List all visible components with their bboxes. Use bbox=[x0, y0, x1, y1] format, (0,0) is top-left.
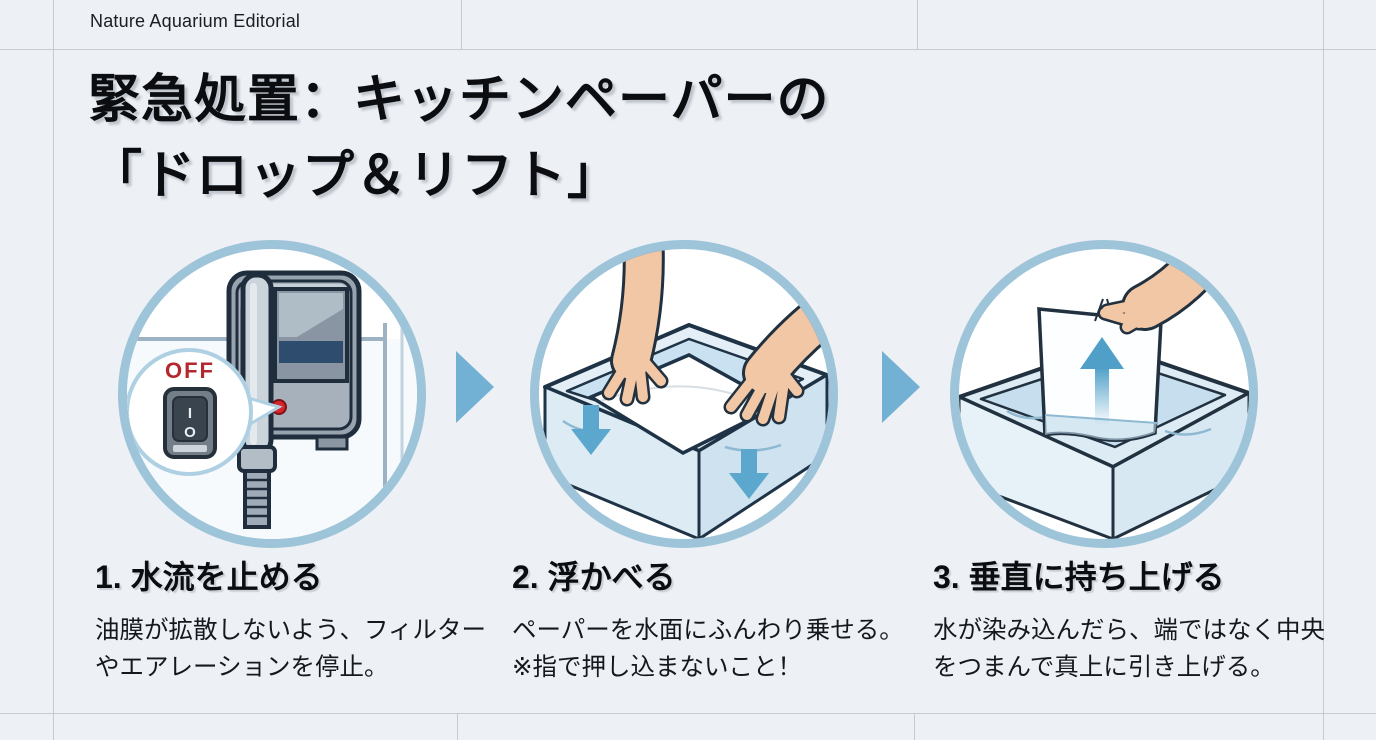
intake-strainer bbox=[243, 469, 271, 529]
brand-label: Nature Aquarium Editorial bbox=[90, 11, 301, 31]
off-callout-bubble: OFF I O bbox=[127, 348, 283, 476]
power-switch-icon: I O bbox=[163, 387, 217, 459]
step-2-body: ペーパーを水面にふんわり乗せる。※指で押し込まないこと！ bbox=[512, 617, 904, 681]
step-2-heading: 2. 浮かべる bbox=[512, 559, 676, 595]
down-arrow-icon bbox=[729, 449, 769, 499]
lift-paper-illustration bbox=[959, 249, 1249, 539]
step-2-caption: 2. 浮かべる ペーパーを水面にふんわり乗せる。※指で押し込まないこと！ bbox=[512, 552, 914, 686]
step-1-illustration: OFF I O bbox=[118, 240, 426, 548]
step-1-body: 油膜が拡散しないよう、フィルターやエアレーションを停止。 bbox=[95, 617, 487, 681]
grid-line-vertical-right bbox=[1323, 0, 1324, 740]
grid-line-header-bottom bbox=[0, 49, 1376, 50]
ripple bbox=[1164, 427, 1212, 436]
grid-line-footer-col-1 bbox=[457, 713, 458, 740]
grid-line-footer-top bbox=[0, 713, 1376, 714]
page-title: 緊急処置：キッチンペーパーの 「ドロップ＆リフト」 bbox=[88, 62, 1088, 214]
switch-on-mark: I bbox=[188, 405, 192, 422]
off-label: OFF bbox=[165, 358, 215, 383]
ripple bbox=[1006, 409, 1046, 420]
step-3-illustration bbox=[950, 240, 1258, 548]
step-3-body: 水が染み込んだら、端ではなく中央をつまんで真上に引き上げる。 bbox=[933, 617, 1325, 681]
step-2-illustration bbox=[530, 240, 838, 548]
page-title-line-1: 緊急処置：キッチンペーパーの bbox=[88, 71, 830, 129]
page-title-line-2: 「ドロップ＆リフト」 bbox=[90, 147, 621, 205]
step-3-heading: 3. 垂直に持ち上げる bbox=[933, 559, 1225, 595]
next-step-arrow-icon bbox=[882, 351, 920, 423]
right-hand bbox=[723, 282, 829, 427]
next-step-arrow-icon bbox=[456, 351, 494, 423]
float-paper-illustration bbox=[543, 249, 829, 539]
step-1-heading: 1. 水流を止める bbox=[95, 559, 323, 595]
grid-line-header-col-1 bbox=[461, 0, 462, 49]
left-hand bbox=[601, 249, 669, 407]
step-1-caption: 1. 水流を止める 油膜が拡散しないよう、フィルターやエアレーションを停止。 bbox=[95, 552, 497, 686]
up-arrow-icon bbox=[1080, 337, 1124, 425]
grid-line-footer-col-2 bbox=[914, 713, 915, 740]
grid-line-header-col-2 bbox=[917, 0, 918, 49]
filter-off-illustration: OFF I O bbox=[127, 270, 417, 539]
switch-off-mark: O bbox=[184, 424, 196, 441]
pinching-hand bbox=[1097, 249, 1241, 335]
down-arrow-icon bbox=[571, 405, 611, 455]
step-3-caption: 3. 垂直に持ち上げる 水が染み込んだら、端ではなく中央をつまんで真上に引き上げ… bbox=[933, 552, 1345, 686]
hang-on-filter-icon bbox=[226, 270, 362, 529]
grid-line-vertical-left bbox=[53, 0, 54, 740]
